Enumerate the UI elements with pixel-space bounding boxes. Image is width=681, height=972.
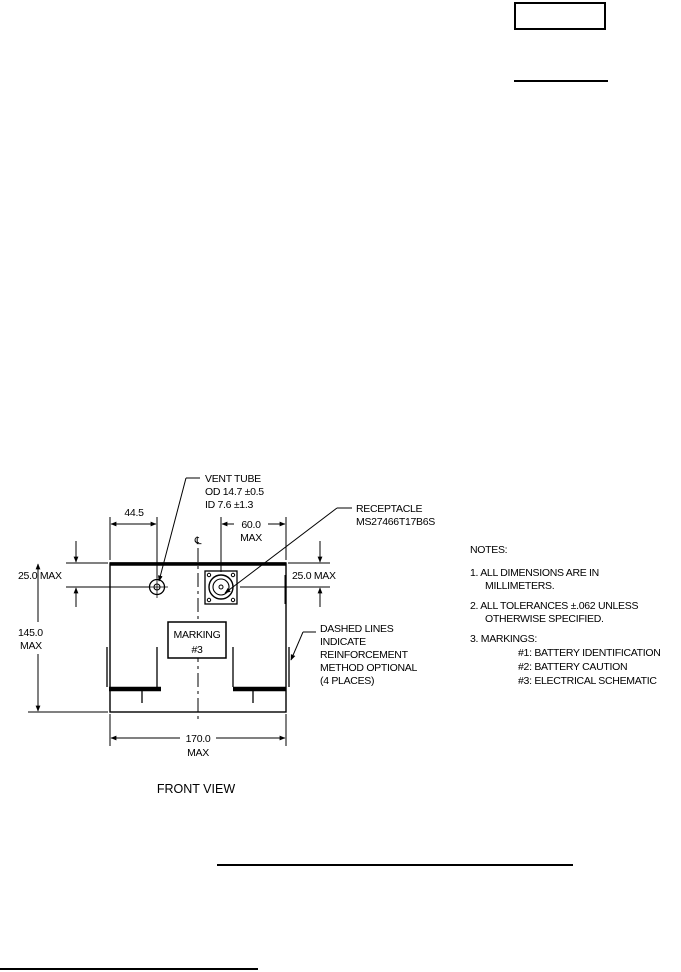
receptacle-label: RECEPTACLE xyxy=(356,503,423,515)
note-3-marking-3: #3: ELECTRICAL SCHEMATIC xyxy=(518,675,657,687)
notes-title: NOTES: xyxy=(470,544,507,556)
dashed-note-line-5: (4 PLACES) xyxy=(320,675,374,687)
vent-tube-od: OD 14.7 ±0.5 xyxy=(205,486,264,498)
view-caption: FRONT VIEW xyxy=(157,782,235,796)
dim-145-max: MAX xyxy=(20,640,42,652)
dashed-note-line-3: REINFORCEMENT xyxy=(320,649,409,661)
marking-line-1: MARKING xyxy=(174,629,221,641)
vent-tube-leader xyxy=(158,477,200,582)
dashed-note-leader xyxy=(290,631,316,661)
note-3-marking-2: #2: BATTERY CAUTION xyxy=(518,661,627,673)
dim-25-left xyxy=(66,541,150,607)
dim-60-0-max: MAX xyxy=(240,532,262,544)
dim-60-0 xyxy=(220,517,287,572)
dim-25-right-label: 25.0 MAX xyxy=(292,570,336,582)
marking-line-2: #3 xyxy=(191,644,203,656)
centerline-symbol: ℄ xyxy=(194,535,202,547)
battery-case xyxy=(106,562,290,713)
dim-25-left-label: 25.0 MAX xyxy=(18,570,62,582)
dashed-note-line-1: DASHED LINES xyxy=(320,623,394,635)
receptacle-leader xyxy=(224,507,352,594)
note-2: 2. ALL TOLERANCES ±.062 UNLESS xyxy=(470,600,638,612)
receptacle-connector-icon xyxy=(204,570,238,605)
receptacle-part-number: MS27466T17B6S xyxy=(356,516,435,528)
dim-44-5 xyxy=(109,517,158,578)
dashed-note-line-4: METHOD OPTIONAL xyxy=(320,662,417,674)
note-2-cont: OTHERWISE SPECIFIED. xyxy=(485,613,604,625)
dim-170 xyxy=(109,714,287,746)
header-rule xyxy=(514,80,608,82)
dim-145-label: 145.0 xyxy=(18,627,43,639)
note-1-cont: MILLIMETERS. xyxy=(485,580,554,592)
dashed-note-line-2: INDICATE xyxy=(320,636,366,648)
dim-44-5-label: 44.5 xyxy=(124,507,144,519)
notes-block: NOTES: 1. ALL DIMENSIONS ARE IN MILLIMET… xyxy=(470,544,661,687)
signature-rule xyxy=(217,864,573,866)
dim-25-right xyxy=(240,541,330,607)
dim-145 xyxy=(28,563,108,713)
dim-170-label: 170.0 xyxy=(186,733,211,745)
note-3: 3. MARKINGS: xyxy=(470,633,537,645)
dim-60-0-label: 60.0 xyxy=(241,519,261,531)
footnote-rule xyxy=(0,968,258,970)
note-1: 1. ALL DIMENSIONS ARE IN xyxy=(470,567,599,579)
vent-tube-id: ID 7.6 ±1.3 xyxy=(205,499,253,511)
note-3-marking-1: #1: BATTERY IDENTIFICATION xyxy=(518,647,661,659)
marking-box: MARKING #3 xyxy=(167,621,227,659)
header-box xyxy=(514,2,606,30)
dim-170-max: MAX xyxy=(187,747,209,759)
vent-tube-label: VENT TUBE xyxy=(205,473,261,485)
